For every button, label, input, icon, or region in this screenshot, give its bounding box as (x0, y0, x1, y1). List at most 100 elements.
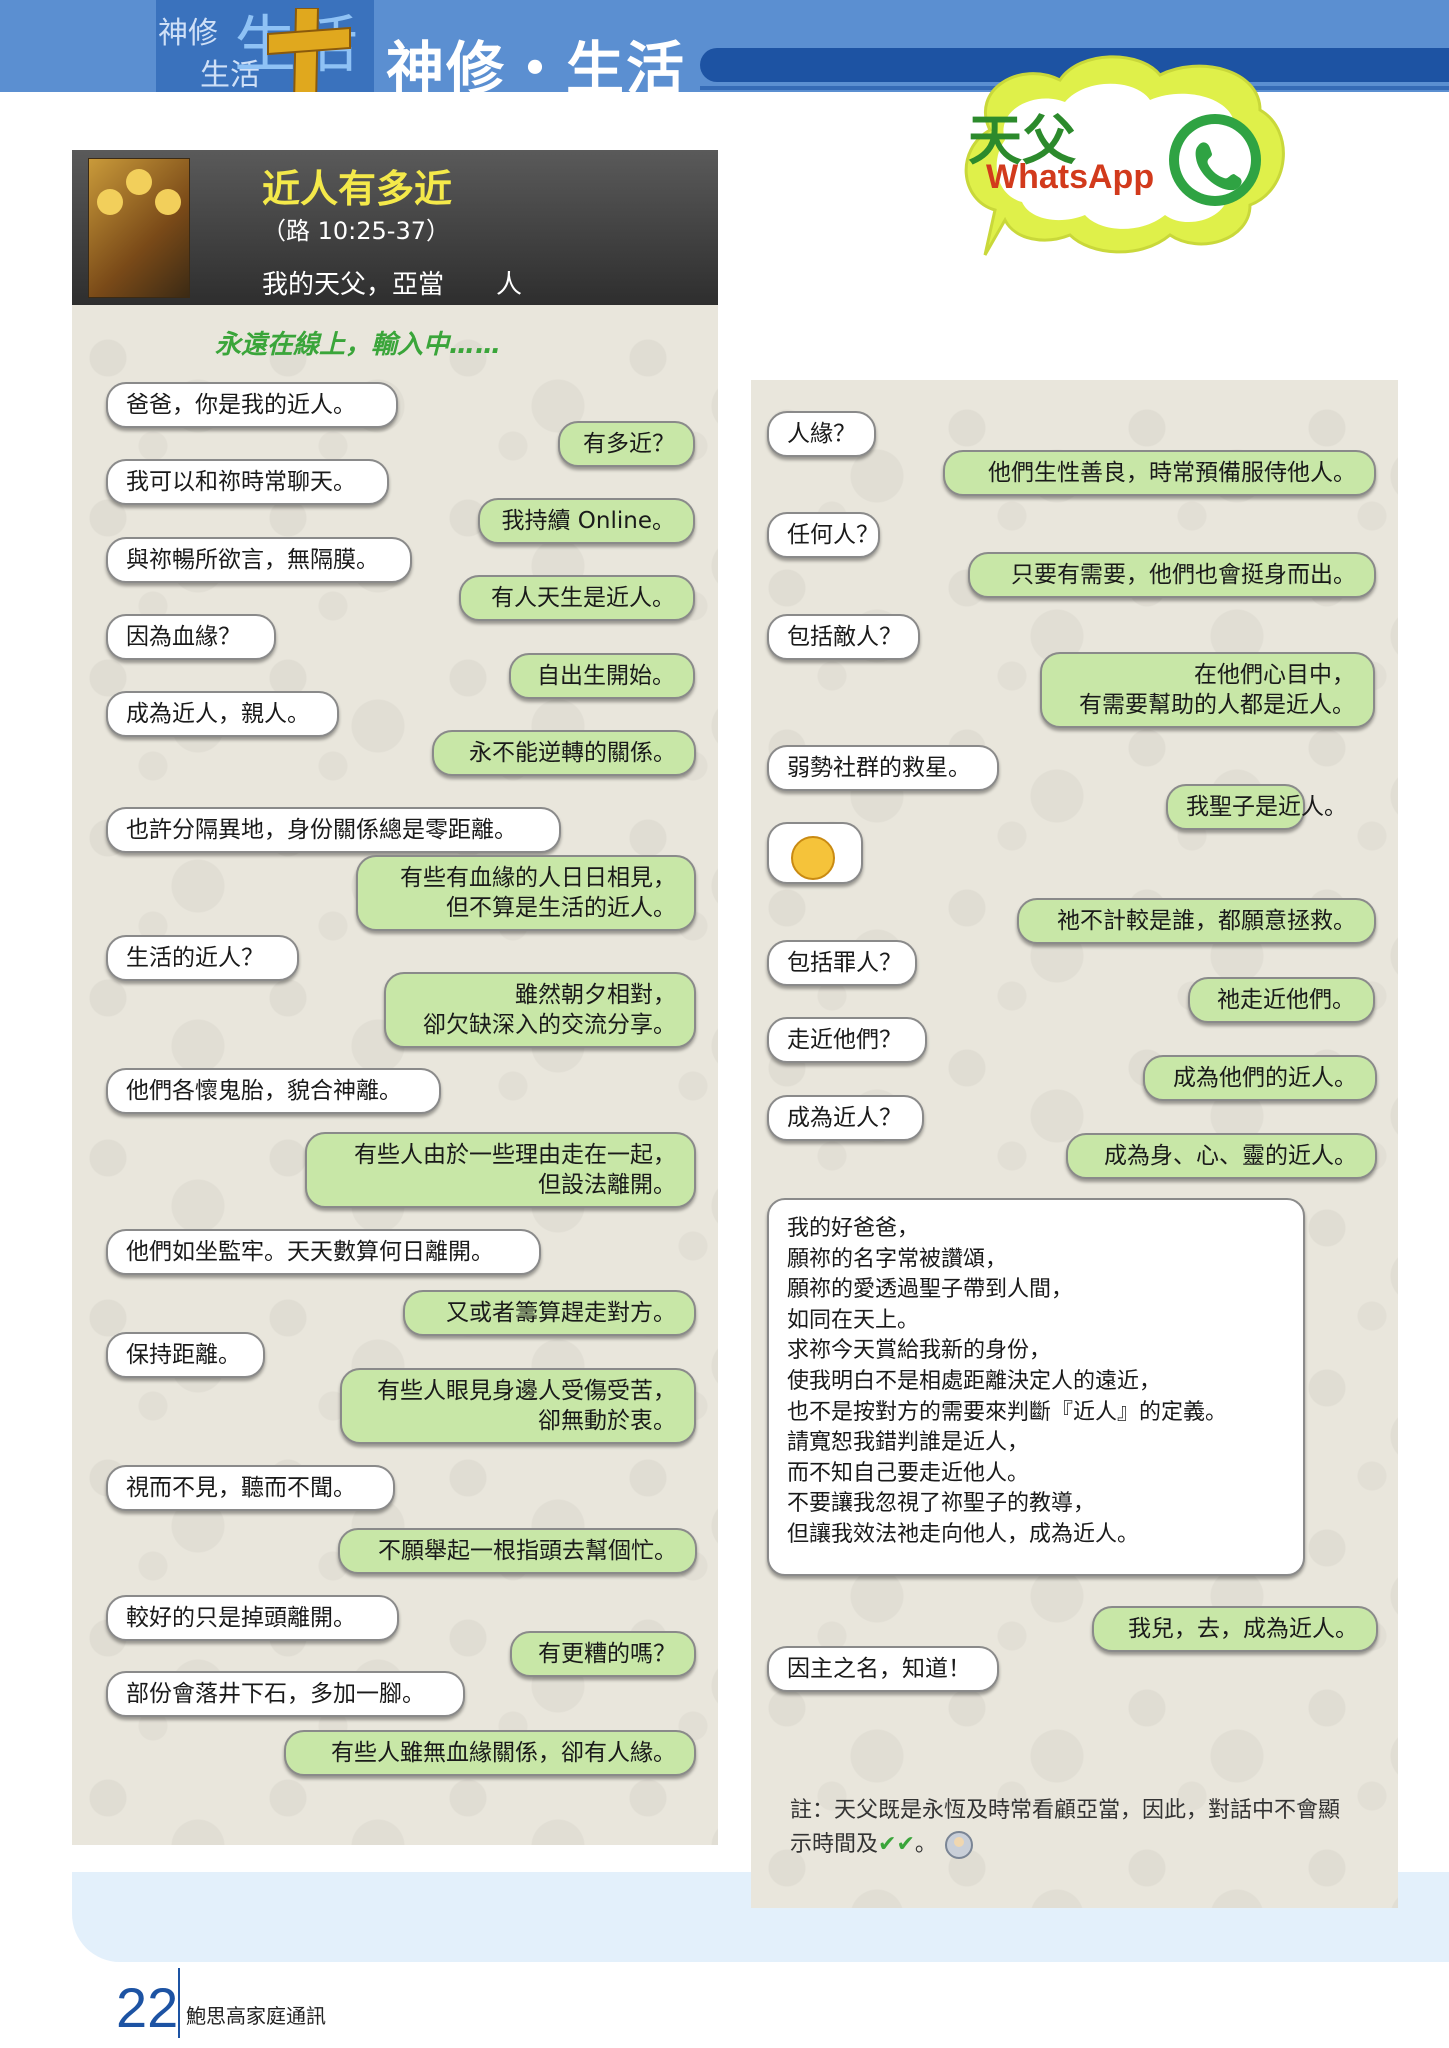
outgoing-message: 祂走近他們。 (1188, 977, 1375, 1023)
incoming-message: 視而不見，聽而不聞。 (106, 1465, 395, 1511)
message-text: 成為近人？ (787, 1105, 902, 1131)
outgoing-message: 他們生性善良，時常預備服侍他人。 (943, 450, 1376, 496)
incoming-message: 成為近人，親人。 (106, 691, 339, 737)
message-text: 他們各懷鬼胎，貌合神離。 (126, 1078, 402, 1104)
message-text: 走近他們？ (787, 1027, 902, 1053)
prayer-line: 願祢的愛透過聖子帶到人間， (787, 1277, 1074, 1303)
prayer-line: 也不是按對方的需要來判斷『近人』的定義。 (787, 1399, 1228, 1425)
message-text: 較好的只是掉頭離開。 (126, 1605, 356, 1631)
incoming-message: 他們如坐監牢。天天數算何日離開。 (106, 1229, 541, 1275)
trinity-icon-image (88, 158, 190, 298)
incoming-message: 成為近人？ (767, 1095, 924, 1141)
message-text: 任何人？ (787, 522, 879, 548)
saint-emblem-icon (944, 1831, 973, 1859)
incoming-message: 爸爸，你是我的近人。 (106, 382, 398, 428)
emoji-message (767, 822, 863, 884)
speech-cloud-icon (964, 55, 1285, 256)
message-text: 包括敵人？ (787, 624, 902, 650)
message-text: 因為血緣？ (126, 624, 241, 650)
message-text: 有些人由於一些理由走在一起， (354, 1142, 676, 1168)
message-text: 也許分隔異地，身份關係總是零距離。 (126, 817, 517, 843)
outgoing-message: 有些人眼見身邊人受傷受苦，卻無動於衷。 (340, 1368, 696, 1444)
incoming-message: 包括罪人？ (767, 940, 917, 986)
chat-reference: （路 10:25-37） (262, 217, 450, 245)
incoming-message: 任何人？ (767, 512, 880, 558)
message-text: 與祢暢所欲言，無隔膜。 (126, 547, 379, 573)
prayer-line: 我的好爸爸， (787, 1216, 920, 1241)
outgoing-message: 永不能逆轉的關係。 (432, 730, 696, 776)
message-text: 成為身、心、靈的近人。 (1104, 1143, 1357, 1169)
footnote-text: 註：天父既是永恆及時常看顧亞當，因此，對話中不會顯示時間及 (790, 1798, 1341, 1857)
message-text: 弱勢社群的救星。 (787, 755, 971, 781)
badge-prefix: 天父 (968, 108, 1076, 172)
message-text: 我持續 Online。 (501, 508, 676, 534)
incoming-message: 與祢暢所欲言，無隔膜。 (106, 537, 412, 583)
message-text: 成為近人，親人。 (126, 701, 310, 727)
outgoing-message: 祂不計較是誰，都願意拯救。 (1017, 898, 1376, 944)
incoming-message: 較好的只是掉頭離開。 (106, 1595, 399, 1641)
message-text-line-2: 但設法離開。 (538, 1172, 676, 1198)
message-text: 在他們心目中， (1194, 662, 1355, 688)
message-text: 有些人眼見身邊人受傷受苦， (377, 1378, 676, 1404)
prayer-line: 而不知自己要走近他人。 (787, 1460, 1030, 1486)
message-text-line-2: 有需要幫助的人都是近人。 (1079, 692, 1355, 718)
outgoing-message: 不願舉起一根指頭去幫個忙。 (338, 1528, 697, 1574)
message-text: 有人天生是近人。 (491, 585, 675, 611)
message-text: 祂不計較是誰，都願意拯救。 (1057, 908, 1356, 934)
footer-divider (178, 1968, 180, 2038)
message-text: 有更糟的嗎？ (538, 1641, 676, 1667)
outgoing-message: 又或者籌算趕走對方。 (403, 1290, 696, 1336)
prayer-line: 請寬恕我錯判誰是近人， (787, 1430, 1030, 1456)
message-text: 有些人雖無血緣關係，卻有人緣。 (331, 1740, 676, 1766)
incoming-message: 部份會落井下石，多加一腳。 (106, 1671, 465, 1717)
footnote: 註：天父既是永恆及時常看顧亞當，因此，對話中不會顯示時間及✔✔。 (790, 1794, 1350, 1862)
outgoing-message: 有些有血緣的人日日相見，但不算是生活的近人。 (356, 855, 696, 931)
prayer-line: 求祢今天賞給我新的身份， (787, 1338, 1052, 1364)
message-text: 成為他們的近人。 (1173, 1065, 1357, 1091)
outgoing-message: 我兒，去，成為近人。 (1092, 1606, 1378, 1652)
outgoing-message: 我聖子是近人。 (1166, 784, 1347, 830)
cross-icon (267, 8, 351, 92)
message-text: 我聖子是近人。 (1186, 794, 1347, 820)
incoming-message: 因主之名，知道！ (767, 1646, 999, 1692)
message-text: 人緣？ (787, 421, 856, 447)
message-text: 部份會落井下石，多加一腳。 (126, 1681, 425, 1707)
incoming-message: 保持距離。 (106, 1332, 265, 1378)
prayer-line: 使我明白不是相處距離決定人的遠近， (787, 1368, 1162, 1394)
incoming-message: 走近他們？ (767, 1017, 927, 1063)
outgoing-message: 自出生開始。 (509, 653, 695, 699)
logo-small-text-1: 神修 (158, 16, 218, 51)
message-text: 有多近？ (583, 431, 675, 457)
incoming-message: 弱勢社群的救星。 (767, 745, 999, 791)
message-text: 祂走近他們。 (1217, 987, 1355, 1013)
outgoing-message: 成為身、心、靈的近人。 (1066, 1133, 1377, 1179)
outgoing-message: 有人天生是近人。 (459, 575, 695, 621)
incoming-message: 生活的近人？ (106, 935, 299, 981)
section-logo: 神修 生活 生活 (156, 0, 374, 92)
message-text: 又或者籌算趕走對方。 (446, 1300, 676, 1326)
message-text-line-2: 卻欠缺深入的交流分享。 (423, 1012, 676, 1038)
outgoing-message: 雖然朝夕相對，卻欠缺深入的交流分享。 (384, 972, 696, 1048)
typing-status: 永遠在線上，輸入中…… (215, 330, 502, 360)
thinking-face-icon (791, 836, 835, 880)
chat-members: 我的天父，亞當 人 (262, 270, 523, 300)
whatsapp-badge: 天父 WhatsApp (950, 40, 1295, 270)
incoming-message: 人緣？ (767, 411, 876, 457)
message-text: 因主之名，知道！ (787, 1656, 971, 1682)
incoming-message: 也許分隔異地，身份關係總是零距離。 (106, 807, 561, 853)
chat-title: 近人有多近 (262, 167, 453, 211)
publication-name: 鮑思高家庭通訊 (186, 2004, 326, 2028)
message-text: 爸爸，你是我的近人。 (126, 392, 356, 418)
message-text: 永不能逆轉的關係。 (469, 740, 676, 766)
message-text: 只要有需要，他們也會挺身而出。 (1011, 562, 1356, 588)
incoming-message: 包括敵人？ (767, 614, 920, 660)
badge-label: WhatsApp (986, 158, 1155, 196)
message-text: 不願舉起一根指頭去幫個忙。 (378, 1538, 677, 1564)
outgoing-message: 有更糟的嗎？ (510, 1631, 696, 1677)
outgoing-message: 我持續 Online。 (478, 498, 695, 544)
message-text: 我可以和祢時常聊天。 (126, 469, 356, 495)
message-text: 他們生性善良，時常預備服侍他人。 (988, 460, 1356, 486)
message-text: 他們如坐監牢。天天數算何日離開。 (126, 1239, 494, 1265)
logo-small-text-2: 生活 (200, 58, 260, 92)
incoming-message: 他們各懷鬼胎，貌合神離。 (106, 1068, 441, 1114)
